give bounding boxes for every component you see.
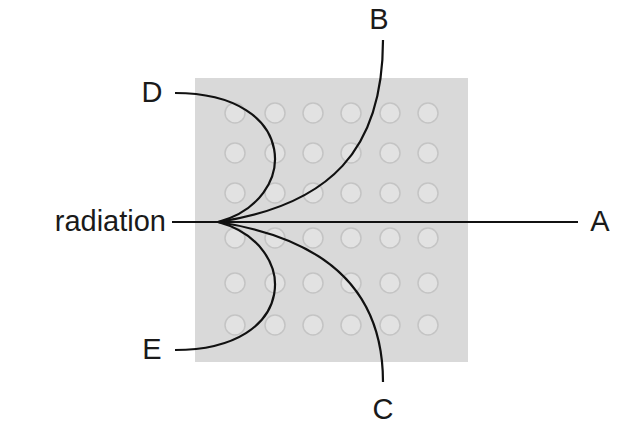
field-marker [418, 183, 438, 203]
field-marker [418, 273, 438, 293]
field-marker [225, 315, 245, 335]
field-marker [225, 143, 245, 163]
field-marker [303, 228, 323, 248]
field-marker [303, 143, 323, 163]
field-markers [225, 103, 438, 335]
field-marker [303, 103, 323, 123]
field-marker [225, 183, 245, 203]
field-marker [418, 315, 438, 335]
field-marker [341, 103, 361, 123]
field-marker [380, 228, 400, 248]
field-marker [225, 103, 245, 123]
field-marker [418, 228, 438, 248]
field-marker [380, 315, 400, 335]
field-marker [380, 273, 400, 293]
radiation-label: radiation [55, 206, 166, 238]
field-marker [418, 103, 438, 123]
field-marker [303, 315, 323, 335]
track-label: A [590, 206, 609, 238]
field-marker [265, 315, 285, 335]
track-label: D [142, 77, 163, 109]
track-a [218, 221, 578, 223]
field-marker [380, 183, 400, 203]
field-marker [341, 183, 361, 203]
field-marker [341, 228, 361, 248]
track-d [175, 93, 275, 222]
track-b [218, 40, 383, 222]
field-marker [341, 315, 361, 335]
field-marker [303, 273, 323, 293]
track-label: C [373, 394, 394, 426]
track-label: E [142, 334, 161, 366]
field-marker [380, 103, 400, 123]
field-marker [418, 143, 438, 163]
incoming-beam [172, 221, 218, 223]
field-marker [265, 103, 285, 123]
track-e [175, 222, 275, 350]
field-marker [225, 273, 245, 293]
track-label: B [369, 4, 388, 36]
track-c [218, 222, 383, 382]
field-region [195, 78, 468, 362]
particle-tracks [172, 40, 578, 382]
field-marker [380, 143, 400, 163]
